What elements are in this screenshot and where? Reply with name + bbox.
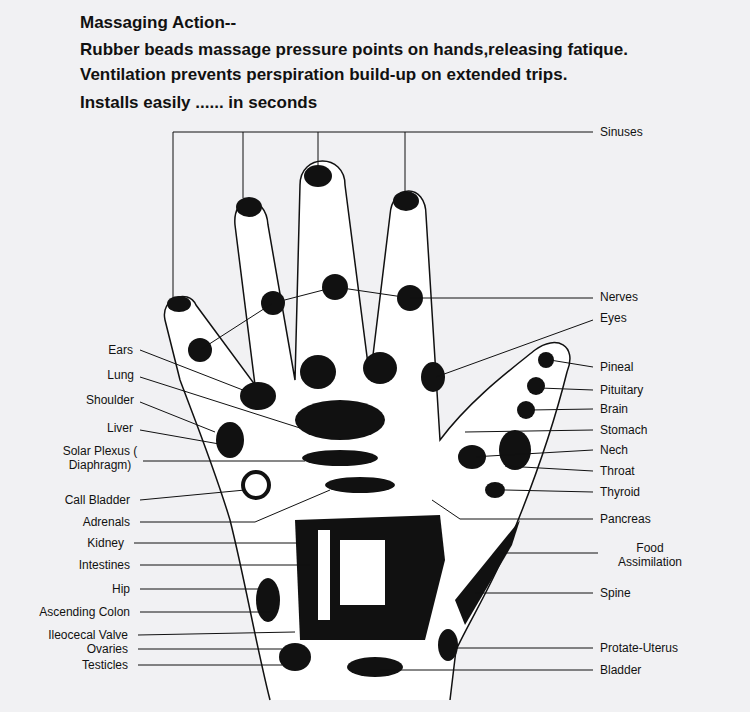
title: Massaging Action--	[80, 13, 236, 33]
region-label: Pineal	[600, 360, 633, 374]
region-label: Ileocecal Valve	[48, 628, 128, 642]
region-label: Ascending Colon	[39, 605, 130, 619]
region-label: Liver	[107, 421, 133, 435]
region-label: Lung	[107, 368, 134, 382]
region-label: Sinuses	[600, 125, 643, 139]
region-label: Protate-Uterus	[600, 641, 678, 655]
region-label: Throat	[600, 464, 635, 478]
header-text: Rubber beads massage pressure points on …	[80, 40, 628, 60]
region-label: Solar Plexus ( Diaphragm)	[60, 444, 140, 472]
region-label: Stomach	[600, 423, 647, 437]
region-label: Nerves	[600, 290, 638, 304]
region-label: Bladder	[600, 663, 641, 677]
header-text: Ventilation prevents perspiration build-…	[80, 65, 567, 85]
region-label: Intestines	[79, 558, 130, 572]
region-label: Shoulder	[86, 393, 134, 407]
region-label: Ovaries	[87, 642, 128, 656]
region-label: Thyroid	[600, 485, 640, 499]
region-label: Eyes	[600, 311, 627, 325]
region-label: Call Bladder	[65, 493, 130, 507]
header-text: Installs easily ...... in seconds	[80, 93, 317, 113]
region-label: Pancreas	[600, 512, 651, 526]
region-label: Spine	[600, 586, 631, 600]
region-label: Pituitary	[600, 383, 643, 397]
leader-lines	[134, 132, 598, 670]
region-label: Hip	[112, 582, 130, 596]
region-label: Nech	[600, 443, 628, 457]
region-label: Food Assimilation	[605, 541, 695, 569]
region-label: Testicles	[82, 658, 128, 672]
region-label: Adrenals	[83, 515, 130, 529]
region-label: Kidney	[87, 536, 124, 550]
region-label: Ears	[108, 343, 133, 357]
region-label: Brain	[600, 402, 628, 416]
